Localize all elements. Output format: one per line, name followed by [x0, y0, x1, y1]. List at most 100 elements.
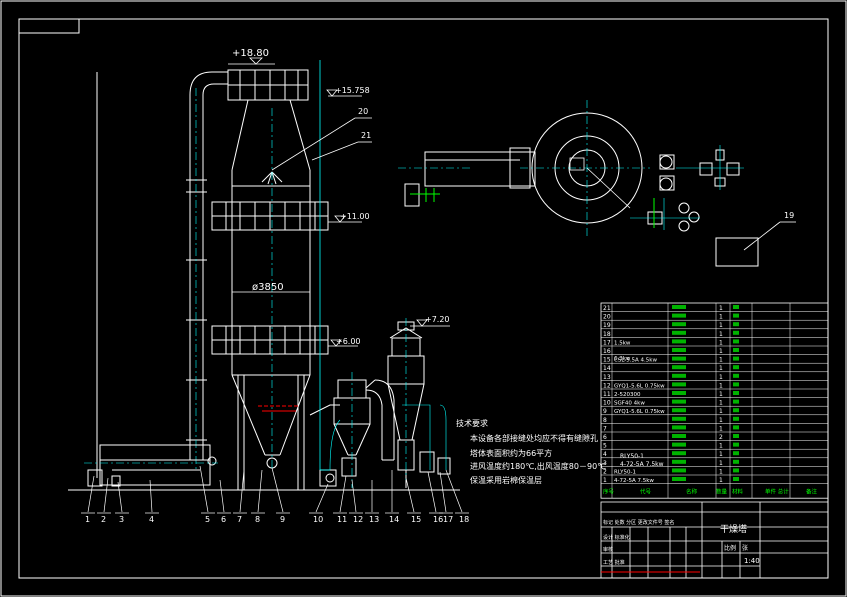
- air-heater: [87, 444, 217, 487]
- parts-table-header: 备注: [806, 488, 818, 496]
- balloon-leader: [87, 475, 95, 513]
- parts-row-number: 7: [603, 425, 607, 432]
- parts-row-number: 18: [603, 331, 611, 338]
- parts-row-qty: 2: [719, 434, 723, 441]
- notes-line-4: 保温采用岩棉保温层: [470, 475, 542, 485]
- parts-table-header: 代号: [640, 488, 652, 496]
- parts-row-spec: 2-520300: [614, 392, 641, 398]
- balloon-number: 9: [280, 515, 285, 524]
- balloon-number: 5: [205, 515, 210, 524]
- balloon-number: 16: [433, 515, 443, 524]
- balloon-number: 1: [85, 515, 90, 524]
- parts-table-header: 数量: [716, 488, 728, 496]
- callout-21: 21: [361, 131, 371, 140]
- parts-row-qty: 1: [719, 477, 723, 484]
- parts-row-number: 13: [603, 374, 611, 381]
- balloon-leader: [427, 471, 437, 513]
- parts-row-number: 9: [603, 408, 607, 415]
- diameter-label: ø3850: [252, 282, 284, 293]
- parts-row-qty: 1: [719, 357, 723, 364]
- elevation-lower-platform-label: +6.00: [336, 337, 361, 346]
- parts-row-qty: 1: [719, 348, 723, 355]
- parts-row-name-mark: [672, 468, 686, 473]
- elevation-lower-platform: +6.00: [328, 337, 361, 347]
- balloon-number: 3: [119, 515, 124, 524]
- technical-notes: 技术要求 本设备各部接缝处均应不得有缝隙孔 塔体表面积约为66平方 进风温度约1…: [456, 418, 606, 485]
- parts-row-qty: 1: [719, 400, 723, 407]
- parts-row-number: 10: [603, 400, 611, 407]
- process-lines: [319, 60, 330, 471]
- elevation-top: +18.80: [228, 48, 275, 65]
- cyclone-centerlines: [329, 318, 447, 488]
- parts-row-qty: 1: [719, 382, 723, 389]
- plan-view: [404, 112, 740, 232]
- parts-row-number: 4: [603, 451, 607, 458]
- parts-row-qty: 1: [719, 331, 723, 338]
- parts-row-name-mark: [672, 356, 686, 361]
- parts-row-number: 17: [603, 339, 611, 346]
- balloon-number: 11: [337, 515, 347, 524]
- corner-label-box: [18, 18, 80, 34]
- parts-row-material-mark: [733, 330, 739, 335]
- parts-row-qty: 1: [719, 443, 723, 450]
- sheet-label: 张: [742, 544, 748, 552]
- balloon-number: 6: [221, 515, 226, 524]
- parts-row-material-mark: [733, 313, 739, 318]
- parts-row-name-mark: [672, 373, 686, 378]
- parts-row-material-mark: [733, 434, 739, 438]
- parts-row-qty: 1: [719, 451, 723, 458]
- parts-row-name-mark: [672, 322, 686, 327]
- parts-row-number: 2: [603, 468, 607, 475]
- balloon-leader: [199, 465, 209, 513]
- elevation-separator-top-label: +7.20: [425, 315, 450, 324]
- parts-row-material-mark: [733, 348, 739, 352]
- balloon-leader: [439, 471, 447, 513]
- parts-row-material-mark: [733, 451, 739, 456]
- parts-row-spec: CSL-5.5A 4.5kw: [614, 358, 657, 364]
- parts-row-name-mark: [672, 305, 686, 309]
- parts-row-material-mark: [733, 305, 739, 309]
- drawing-title: 干燥塔: [720, 523, 747, 535]
- balloon-leader: [103, 477, 109, 513]
- parts-row-name-mark: [672, 382, 686, 387]
- parts-row-material-mark: [733, 322, 739, 327]
- balloon-leader: [315, 483, 329, 513]
- balloon-number: 12: [353, 515, 363, 524]
- parts-row-material-mark: [733, 365, 739, 370]
- plan-view-connectors: [410, 188, 655, 228]
- parts-row-qty: 1: [719, 391, 723, 398]
- parts-table-header: 名称: [686, 488, 698, 496]
- dryer-tower: [211, 69, 329, 490]
- balloon-number: 13: [369, 515, 379, 524]
- parts-row-spec: 4-72-5A 7.5kw: [614, 478, 654, 484]
- parts-callout-label: 4-72-5A 7.5kw: [620, 461, 664, 468]
- scale-value: 1:40: [744, 557, 760, 565]
- callout-20: 20: [358, 107, 368, 116]
- balloon-number: 15: [411, 515, 421, 524]
- parts-row-name-mark: [672, 416, 686, 421]
- component-19-box: [715, 237, 759, 267]
- parts-row-qty: 1: [719, 322, 723, 329]
- parts-row-number: 16: [603, 348, 611, 355]
- parts-row-number: 1: [603, 477, 607, 484]
- parts-row-name-mark: [672, 434, 686, 438]
- parts-row-qty: 1: [719, 339, 723, 346]
- balloon-leader: [117, 481, 123, 513]
- parts-row-qty: 1: [719, 365, 723, 372]
- balloon-leader: [219, 479, 225, 513]
- parts-row-material-mark: [733, 382, 739, 387]
- parts-row-material-mark: [733, 373, 739, 378]
- callout-19-leader: [743, 221, 781, 251]
- plan-small-box: [569, 157, 585, 171]
- title-block: [600, 501, 829, 579]
- parts-row-name-mark: [672, 442, 686, 447]
- balloon-number: 2: [101, 515, 106, 524]
- parts-row-material-mark: [733, 356, 739, 361]
- parts-row-material-mark: [733, 477, 739, 481]
- parts-row-qty: 1: [719, 468, 723, 475]
